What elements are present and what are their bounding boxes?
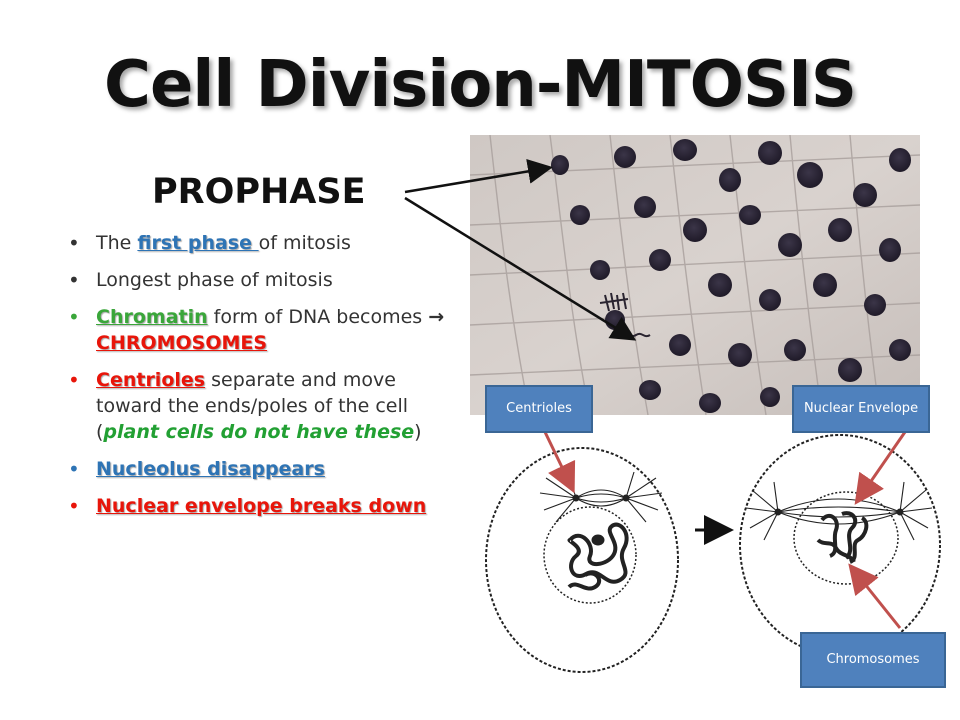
keyword-chromosomes: CHROMOSOMES — [96, 332, 268, 354]
bullet-marker: • — [68, 231, 80, 255]
bullet-text: Longest phase of mitosis — [96, 269, 333, 291]
bullet-item: • Nuclear envelope breaks down — [68, 493, 460, 519]
bullet-item: • The first phase of mitosis — [68, 230, 460, 256]
bullet-item: • Centrioles separate and move toward th… — [68, 367, 460, 445]
bullet-item: • Nucleolus disappears — [68, 456, 460, 482]
label-chromosomes: Chromosomes — [800, 632, 946, 688]
label-pointers — [543, 431, 907, 629]
keyword-nucleolus: Nucleolus disappears — [96, 458, 325, 480]
note-plant-cells: plant cells do not have these — [103, 421, 415, 443]
bullet-text: separate and move toward the ends/poles … — [96, 369, 409, 443]
bullet-text: form of DNA becomes — [207, 306, 429, 328]
bullet-item: • Chromatin form of DNA becomes → CHROMO… — [68, 304, 460, 356]
bullet-text: ) — [414, 421, 422, 443]
slide-title: Cell Division-MITOSIS — [104, 48, 857, 122]
bullet-item: • Longest phase of mitosis — [68, 267, 460, 293]
bullet-marker: • — [68, 305, 80, 329]
bullet-marker: • — [68, 494, 80, 518]
prophase-pointer-lines — [404, 158, 637, 341]
cell-diagram-late — [739, 434, 941, 656]
bullet-marker: • — [68, 457, 80, 481]
bullet-marker: • — [68, 268, 80, 292]
label-nuclear-envelope: Nuclear Envelope — [792, 385, 930, 433]
keyword-chromatin: Chromatin — [96, 306, 208, 328]
label-centrioles: Centrioles — [485, 385, 593, 433]
keyword-centrioles: Centrioles — [96, 369, 206, 391]
bullet-marker: • — [68, 368, 80, 392]
keyword-first-phase: first phase — [137, 232, 259, 254]
cell-diagram-early — [485, 447, 679, 673]
bullet-list: • The first phase of mitosis • Longest p… — [68, 230, 460, 530]
arrow-icon: → — [428, 306, 445, 328]
section-heading: PROPHASE — [152, 172, 366, 212]
bullet-text: The — [96, 232, 138, 254]
keyword-nuclear-envelope: Nuclear envelope breaks down — [96, 495, 427, 517]
bullet-text: of mitosis — [258, 232, 351, 254]
